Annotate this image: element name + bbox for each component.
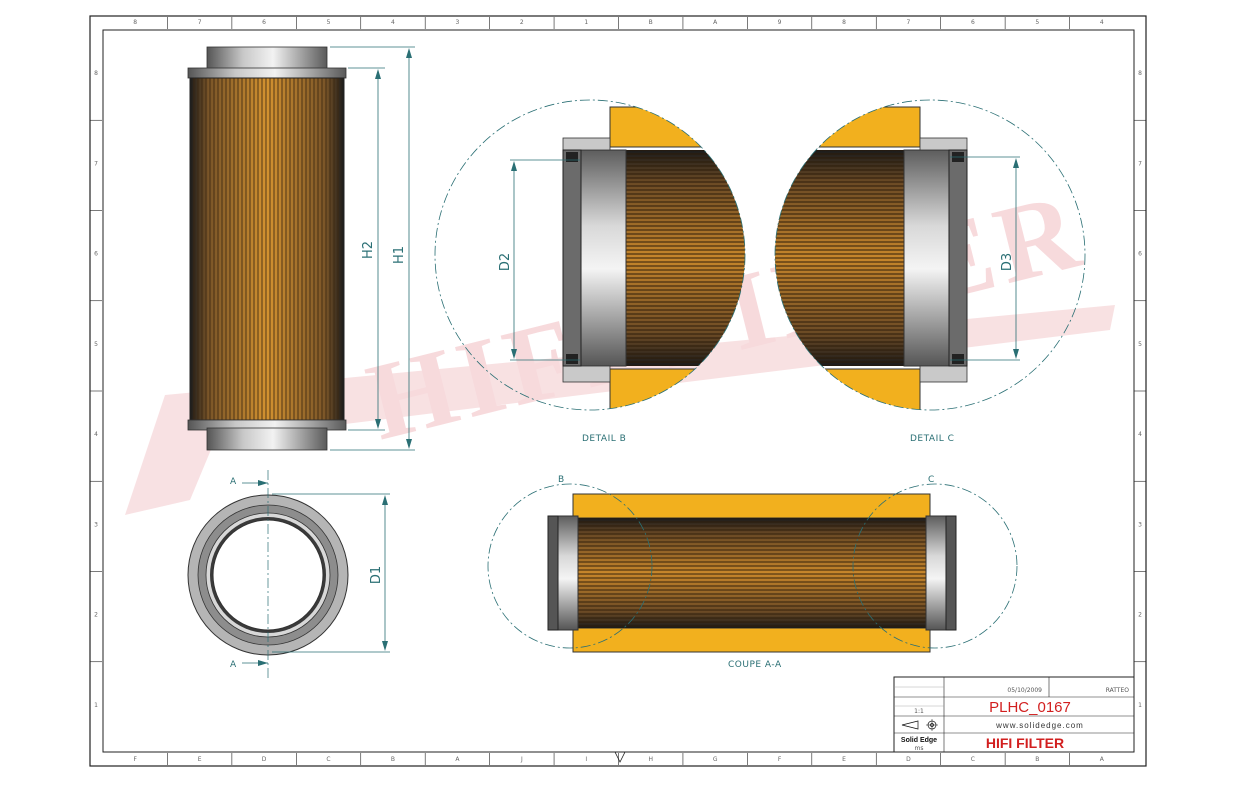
zone-label: 5 bbox=[327, 19, 331, 26]
zone-label: 6 bbox=[1138, 251, 1142, 258]
tb-software-sub: ms bbox=[915, 745, 924, 752]
zone-label: E bbox=[198, 756, 202, 763]
zone-label: 5 bbox=[94, 341, 98, 348]
section-label: COUPE A-A bbox=[728, 660, 782, 670]
zone-label: 1 bbox=[584, 19, 588, 26]
zone-label: 6 bbox=[94, 251, 98, 258]
zone-label: I bbox=[585, 756, 587, 763]
zone-label: 7 bbox=[1138, 160, 1142, 167]
zone-label: 7 bbox=[198, 19, 202, 26]
zone-label: 3 bbox=[455, 19, 459, 26]
zone-label: G bbox=[713, 756, 718, 763]
tb-website: www.solidedge.com bbox=[995, 721, 1084, 730]
zone-label: A bbox=[1100, 756, 1105, 763]
tb-company: HIFI FILTER bbox=[986, 735, 1064, 751]
side-view: H1 H2 bbox=[187, 46, 415, 451]
zone-label: C bbox=[971, 756, 975, 763]
zone-label: 8 bbox=[133, 19, 137, 26]
dim-h2: H2 bbox=[361, 241, 376, 259]
dim-d2: D2 bbox=[498, 253, 513, 271]
detail-b-label: DETAIL B bbox=[582, 434, 626, 444]
zone-label: 8 bbox=[842, 19, 846, 26]
centering-mark-icon bbox=[614, 751, 626, 763]
zone-label: 9 bbox=[778, 19, 782, 26]
section-a-a: B C COUPE A-A bbox=[487, 475, 1018, 670]
zone-label: 5 bbox=[1138, 341, 1142, 348]
zone-label: E bbox=[842, 756, 846, 763]
zone-label: F bbox=[778, 756, 782, 763]
tb-author: RATTEO bbox=[1106, 687, 1130, 694]
zone-label: 2 bbox=[94, 612, 98, 619]
tb-scale: 1:1 bbox=[914, 708, 924, 715]
tb-date: 05/10/2009 bbox=[1007, 687, 1042, 694]
zone-label: B bbox=[391, 756, 395, 763]
zone-label: 8 bbox=[1138, 70, 1142, 77]
zone-label: 4 bbox=[1100, 19, 1104, 26]
end-view: A A D1 bbox=[187, 470, 390, 680]
zone-label: 4 bbox=[1138, 431, 1142, 438]
dim-d3: D3 bbox=[1000, 253, 1015, 271]
zone-label: 1 bbox=[1138, 702, 1142, 709]
zone-label: 7 bbox=[94, 160, 98, 167]
zone-label: F bbox=[133, 756, 137, 763]
zone-label: D bbox=[262, 756, 267, 763]
zone-label: 7 bbox=[907, 19, 911, 26]
tb-software: Solid Edge bbox=[901, 737, 937, 744]
zone-label: 4 bbox=[94, 431, 98, 438]
section-mark-b: B bbox=[558, 475, 565, 485]
zone-label: C bbox=[326, 756, 330, 763]
zone-label: B bbox=[649, 19, 653, 26]
zone-label: B bbox=[1035, 756, 1039, 763]
section-mark-a-bottom: A bbox=[230, 660, 237, 670]
zone-label: 2 bbox=[1138, 612, 1142, 619]
section-mark-a-top: A bbox=[230, 477, 237, 487]
zone-label: A bbox=[455, 756, 460, 763]
zone-label: H bbox=[648, 756, 653, 763]
zone-label: D bbox=[906, 756, 911, 763]
zone-label: 1 bbox=[94, 702, 98, 709]
title-block: 05/10/2009 RATTEO 1:1 PLHC_0167 www.soli… bbox=[893, 676, 1135, 753]
projection-symbol-icon bbox=[901, 719, 938, 731]
dim-h1: H1 bbox=[392, 246, 407, 264]
detail-c-label: DETAIL C bbox=[910, 434, 954, 444]
zone-label: 6 bbox=[971, 19, 975, 26]
zone-label: 5 bbox=[1035, 19, 1039, 26]
section-mark-c: C bbox=[928, 475, 935, 485]
tb-part-number: PLHC_0167 bbox=[989, 699, 1071, 716]
zone-label: 8 bbox=[94, 70, 98, 77]
zone-label: 3 bbox=[94, 521, 98, 528]
zone-label: 6 bbox=[262, 19, 266, 26]
zone-label: 2 bbox=[520, 19, 524, 26]
dim-d1: D1 bbox=[369, 566, 384, 584]
zone-label: 3 bbox=[1138, 521, 1142, 528]
zone-label: 4 bbox=[391, 19, 395, 26]
zone-label: J bbox=[520, 756, 523, 763]
zone-label: A bbox=[713, 19, 718, 26]
